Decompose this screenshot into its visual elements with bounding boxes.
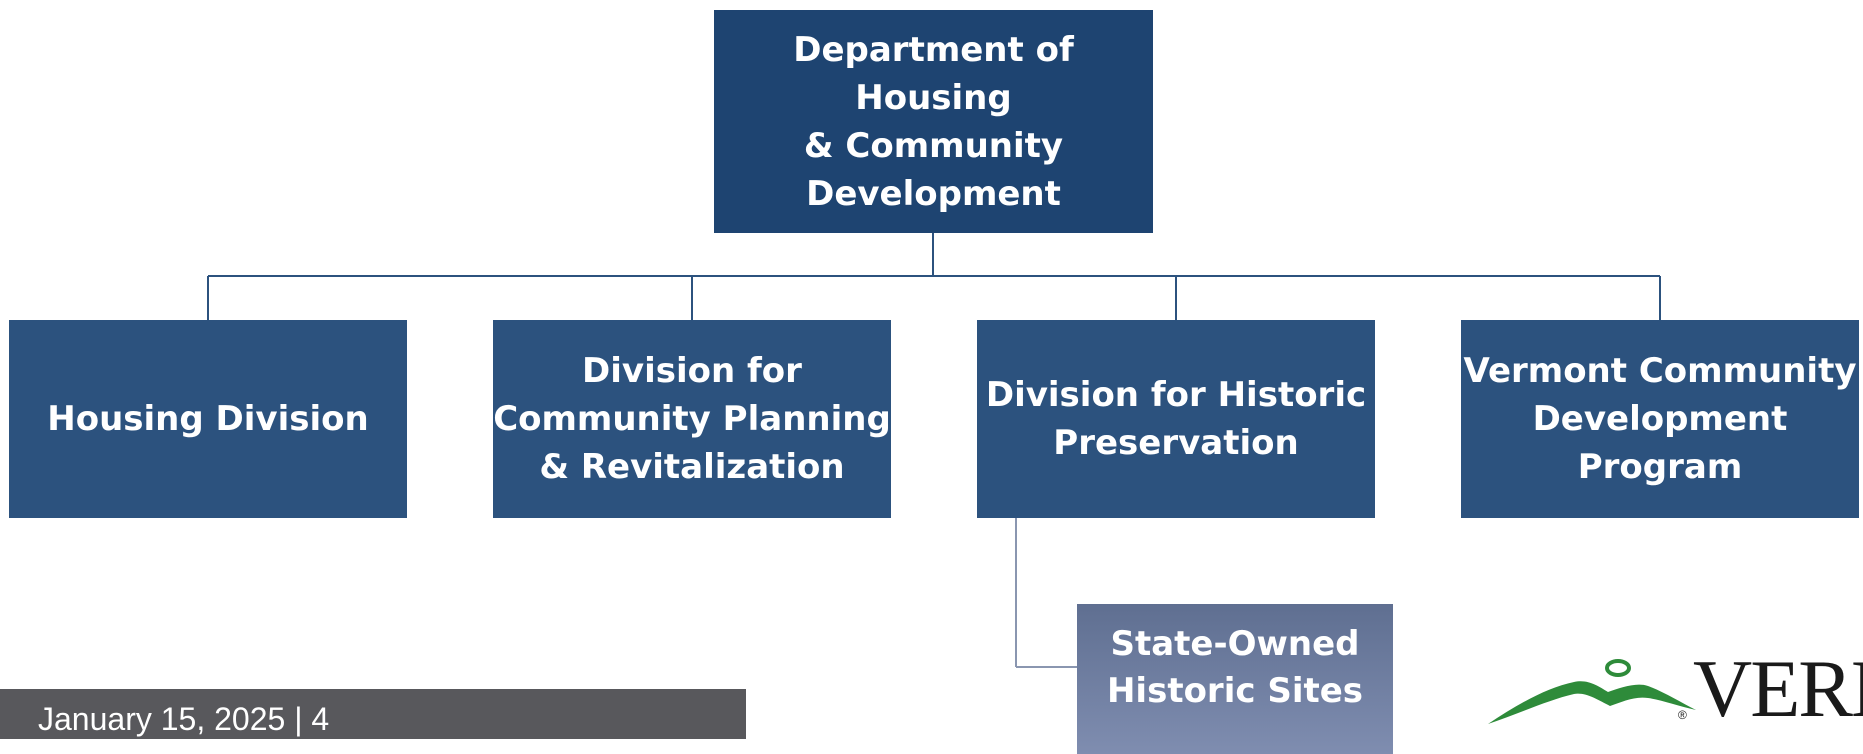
vermont-mountain-logo-icon bbox=[1488, 659, 1696, 724]
department-box: Department of Housing & Community Develo… bbox=[714, 10, 1153, 233]
community-planning-division-box: Division for Community Planning & Revita… bbox=[493, 320, 891, 518]
housing-division-box: Housing Division bbox=[9, 320, 407, 518]
state-owned-historic-sites-box: State-Owned Historic Sites bbox=[1077, 604, 1393, 754]
registered-mark: ® bbox=[1678, 708, 1687, 722]
vermont-logo-text: VERM bbox=[1693, 643, 1863, 734]
vermont-community-development-program-box: Vermont Community Development Program bbox=[1461, 320, 1859, 518]
connector-lines bbox=[207, 233, 1661, 668]
historic-preservation-division-box: Division for Historic Preservation bbox=[977, 320, 1375, 518]
footer-text: January 15, 2025 | 4 bbox=[38, 701, 330, 737]
footer-bar: January 15, 2025 | 4 bbox=[0, 689, 746, 739]
